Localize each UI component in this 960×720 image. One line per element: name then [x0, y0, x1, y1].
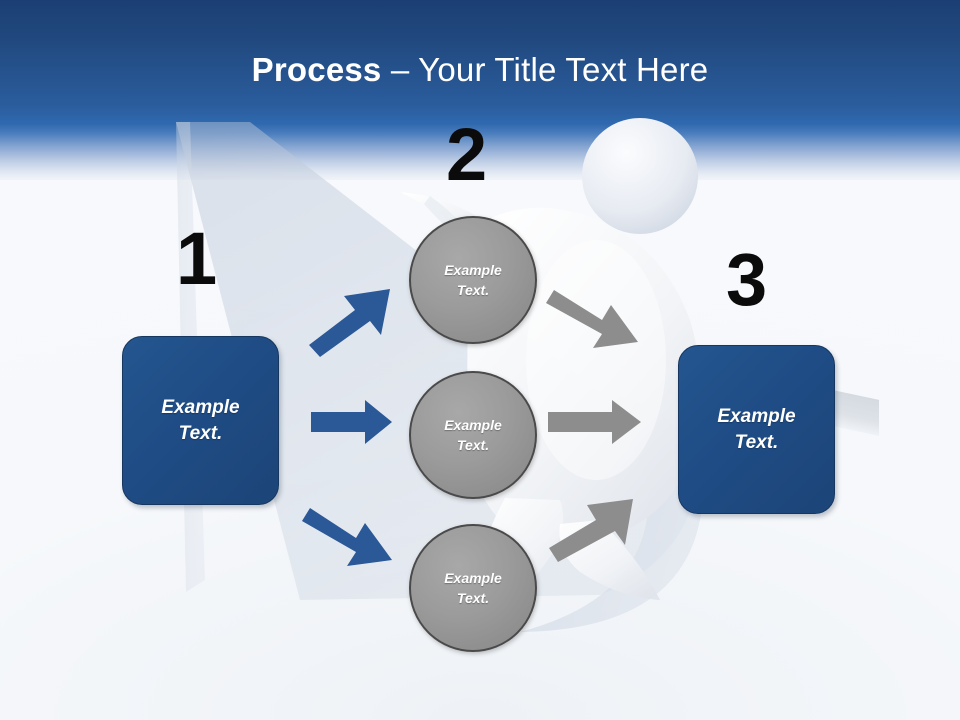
step-number-3: 3 [726, 238, 768, 321]
stage-box-left-label: Example Text. [161, 396, 240, 444]
arrow-top-circle-to-right [546, 290, 638, 348]
stage-box-left[interactable]: Example Text. [122, 336, 279, 505]
title-bold-part: Process [251, 51, 382, 88]
stage-box-right-label: Example Text. [717, 405, 796, 453]
stage-circle-middle[interactable]: Example Text. [409, 371, 537, 499]
arrow-left-to-top-circle [309, 289, 390, 357]
arrow-bottom-circle-to-right [549, 499, 633, 562]
stage-circle-top[interactable]: Example Text. [409, 216, 537, 344]
step-number-2: 2 [446, 113, 488, 196]
slide-title: Process – Your Title Text Here [0, 50, 960, 90]
stage-circle-top-label: Example Text. [444, 262, 502, 298]
stage-circle-bottom[interactable]: Example Text. [409, 524, 537, 652]
stage-circle-middle-label: Example Text. [444, 417, 502, 453]
step-number-1: 1 [176, 217, 218, 300]
arrow-middle-circle-to-right [548, 400, 641, 444]
title-regular-part: – Your Title Text Here [381, 51, 709, 88]
arrow-left-to-bottom-circle [302, 508, 392, 566]
arrow-left-to-middle-circle [311, 400, 392, 444]
stage-box-right[interactable]: Example Text. [678, 345, 835, 514]
stage-circle-bottom-label: Example Text. [444, 570, 502, 606]
